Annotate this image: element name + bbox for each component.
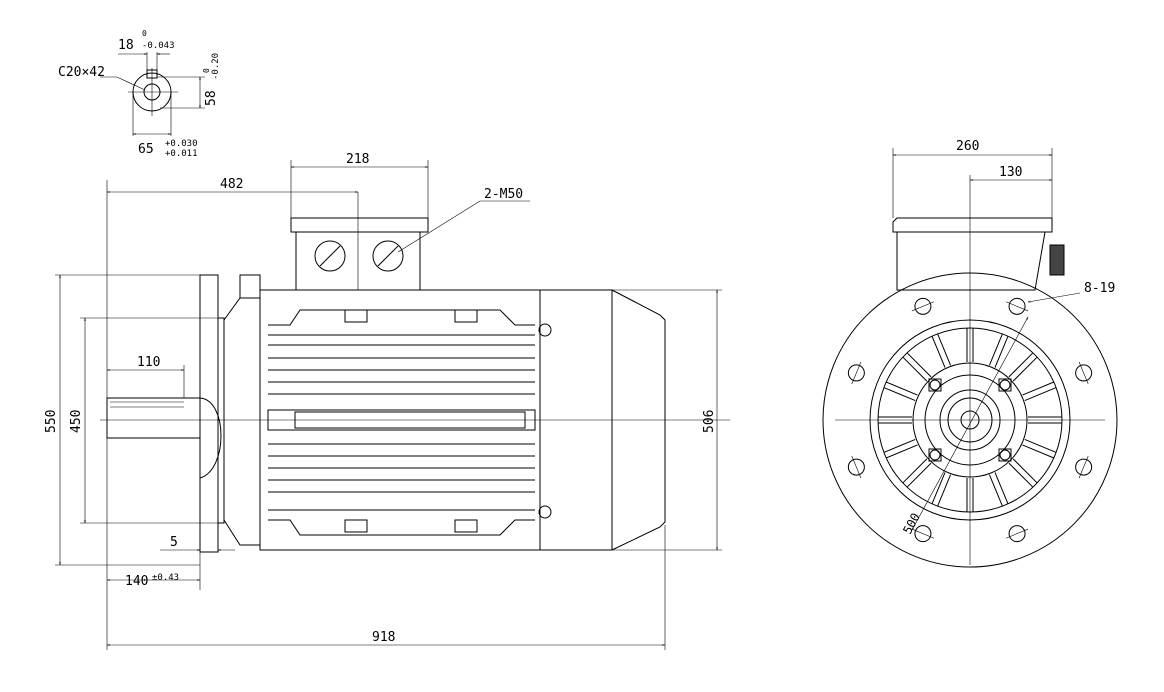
- spoke-line: [885, 444, 918, 459]
- bolt-square: [998, 448, 1012, 462]
- spoke-line: [883, 387, 916, 402]
- dim-482: 482: [220, 177, 243, 192]
- dim-218: 218: [346, 152, 369, 167]
- hole-centerline: [911, 528, 935, 539]
- flange-hole: [847, 458, 865, 476]
- dim-260: 260: [956, 139, 979, 154]
- cable-entries-label: 2-M50: [484, 187, 523, 202]
- spoke-line: [1024, 438, 1057, 453]
- hole-centerline: [1005, 528, 1029, 539]
- key-depth-label: 58: [204, 90, 219, 106]
- key-width-label: 18: [118, 38, 134, 53]
- bolt-head: [999, 449, 1011, 461]
- key-depth-tol-upper: 0: [202, 68, 211, 73]
- bolt-square: [998, 378, 1012, 392]
- center-hole-label: C20×42: [58, 65, 105, 80]
- flange-hole: [847, 364, 865, 382]
- dim-5: 5: [170, 535, 178, 550]
- bolt-head: [999, 379, 1011, 391]
- hole-centerline: [851, 455, 862, 479]
- key-width-tol-lower: -0.043: [142, 41, 175, 51]
- spoke-line: [883, 438, 916, 453]
- flange-hole: [914, 297, 932, 315]
- dim-130: 130: [999, 165, 1022, 180]
- flange-hole: [1075, 364, 1093, 382]
- spoke-line: [994, 335, 1009, 368]
- shaft-section: 18 0 -0.043 C20×42 58 0 -0.20 65 +0.030 …: [58, 29, 221, 159]
- spoke-line: [937, 333, 952, 366]
- hole-centerline: [1078, 361, 1089, 385]
- flange-hole: [1075, 458, 1093, 476]
- pitch-circle-label: 500: [900, 511, 923, 537]
- dim-450: 450: [69, 410, 84, 433]
- hole-centerline: [1005, 301, 1029, 312]
- bolt-head: [929, 379, 941, 391]
- spoke-line: [931, 335, 946, 368]
- hole-centerline: [911, 301, 935, 312]
- hole-centerline: [851, 361, 862, 385]
- dim-506: 506: [702, 410, 717, 433]
- bolt-head: [929, 449, 941, 461]
- flange-holes-label: 8-19: [1084, 281, 1115, 296]
- dim-918: 918: [372, 630, 395, 645]
- spoke-line: [1024, 387, 1057, 402]
- dim-550: 550: [44, 410, 59, 433]
- dim-110: 110: [137, 355, 160, 370]
- shaft-diameter-tol-upper: +0.030: [165, 139, 198, 149]
- key-depth-tol-lower: -0.20: [211, 53, 221, 80]
- hole-centerline: [1078, 455, 1089, 479]
- key-width-tol-upper: 0: [142, 29, 147, 38]
- shaft-diameter-label: 65: [138, 142, 154, 157]
- cooling-fins: [267, 309, 552, 536]
- bolt-square: [928, 378, 942, 392]
- front-view: 482 218 2-M50 110 550 450 5 140 ±0.43 91…: [44, 152, 730, 650]
- dim-140: 140: [125, 574, 148, 589]
- spoke-line: [994, 472, 1009, 505]
- spoke-line: [1022, 444, 1055, 459]
- spoke-line: [1022, 381, 1055, 396]
- spoke-line: [988, 333, 1003, 366]
- shaft-diameter-tol-lower: +0.011: [165, 149, 198, 159]
- spoke-line: [931, 472, 946, 505]
- flange-hole: [1008, 297, 1026, 315]
- dim-140-tol: ±0.43: [152, 573, 179, 583]
- spoke-line: [988, 474, 1003, 507]
- spoke-line: [885, 381, 918, 396]
- bolt-square: [928, 448, 942, 462]
- side-view: 260 130 8-19 500: [822, 139, 1118, 568]
- cable-gland: [1049, 244, 1065, 276]
